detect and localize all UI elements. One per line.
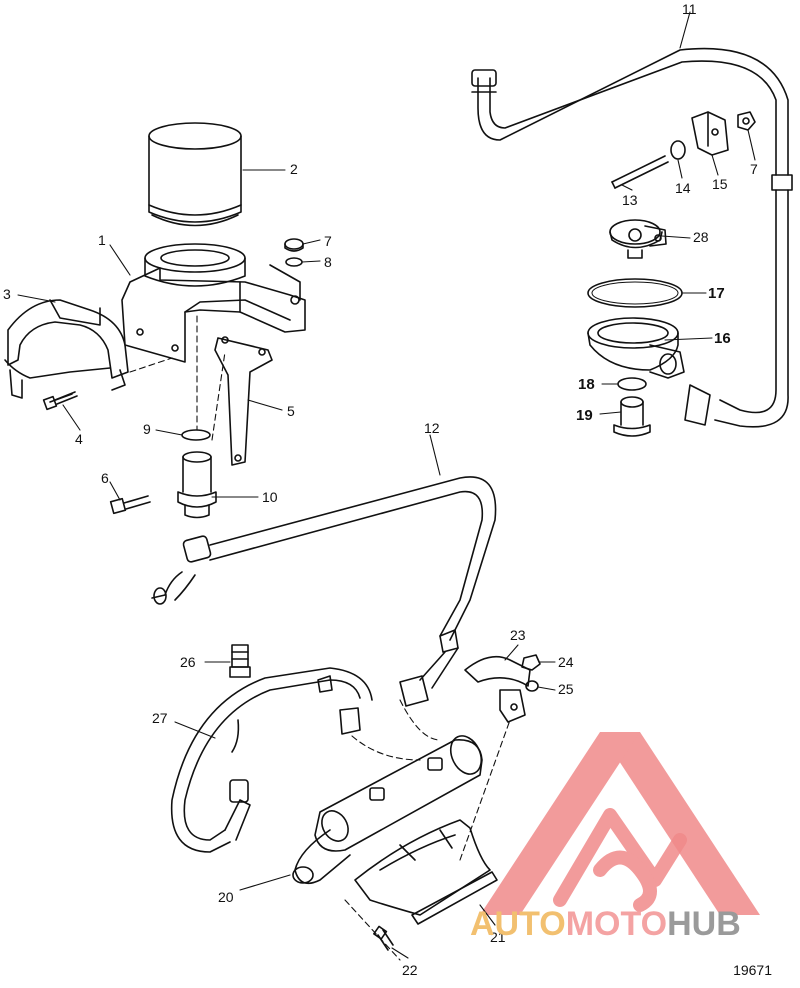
bolt-22 — [373, 925, 394, 951]
callout-26: 26 — [180, 654, 196, 670]
callout-19: 19 — [576, 407, 593, 424]
callout-13: 13 — [622, 192, 638, 208]
figure-number: 19671 — [733, 962, 772, 978]
callout-25: 25 — [558, 681, 574, 697]
fitting-26 — [229, 644, 251, 678]
callout-28: 28 — [693, 229, 709, 245]
cooler-20 — [292, 735, 483, 885]
washer-25 — [525, 680, 539, 692]
clamp-23 — [464, 655, 531, 723]
bracket-21 — [354, 819, 498, 925]
clamp-bracket — [4, 299, 129, 399]
tube-11 — [471, 47, 793, 428]
oring-9 — [181, 429, 211, 441]
callout-23: 23 — [510, 627, 526, 643]
watermark-inner — [553, 808, 687, 912]
nut-7b — [737, 111, 756, 131]
hose-12 — [151, 476, 497, 707]
stud-13 — [611, 155, 669, 189]
housing-16 — [587, 317, 685, 379]
cap-28 — [609, 219, 667, 259]
watermark-logo: AUTOMOTOHUB — [470, 905, 741, 944]
oring-18 — [617, 377, 647, 391]
sleeve-19 — [613, 396, 651, 437]
filter-canister — [148, 122, 242, 227]
callout-3: 3 — [3, 286, 11, 302]
gasket-17 — [587, 278, 683, 308]
support-arm — [214, 336, 273, 466]
callout-7b: 7 — [750, 161, 758, 177]
callout-14: 14 — [675, 180, 691, 196]
bolt-6 — [109, 495, 151, 515]
callout-9: 9 — [143, 421, 151, 437]
clip-15 — [691, 111, 729, 156]
callout-4: 4 — [75, 431, 83, 447]
callout-15: 15 — [712, 176, 728, 192]
mounting-bracket — [121, 243, 306, 363]
callout-7: 7 — [324, 233, 332, 249]
callout-6: 6 — [101, 470, 109, 486]
bolt-4 — [42, 391, 78, 411]
callout-10: 10 — [262, 489, 278, 505]
callout-8: 8 — [324, 254, 332, 270]
callout-18: 18 — [578, 376, 595, 393]
callout-17: 17 — [708, 285, 725, 302]
washer-14 — [670, 140, 686, 160]
nut-7-washer-8 — [284, 238, 304, 267]
callout-11: 11 — [682, 1, 697, 17]
hose-27 — [170, 667, 373, 853]
callout-1: 1 — [98, 232, 106, 248]
watermark-part1: AUTO — [470, 905, 566, 943]
callout-2: 2 — [290, 161, 298, 177]
watermark-triangle — [480, 732, 760, 915]
leader-lines — [17, 11, 756, 959]
callout-16: 16 — [714, 330, 731, 347]
callout-24: 24 — [558, 654, 574, 670]
nut-24 — [521, 654, 541, 671]
callout-27: 27 — [152, 710, 168, 726]
callout-22: 22 — [402, 962, 418, 978]
callout-21: 21 — [490, 929, 506, 945]
watermark-part3: HUB — [667, 905, 741, 943]
alignment-lines — [129, 315, 511, 961]
fitting-10 — [177, 451, 217, 519]
watermark-part2: MOTO — [565, 905, 668, 943]
callout-12: 12 — [424, 420, 440, 436]
callout-5: 5 — [287, 403, 295, 419]
callout-20: 20 — [218, 889, 234, 905]
